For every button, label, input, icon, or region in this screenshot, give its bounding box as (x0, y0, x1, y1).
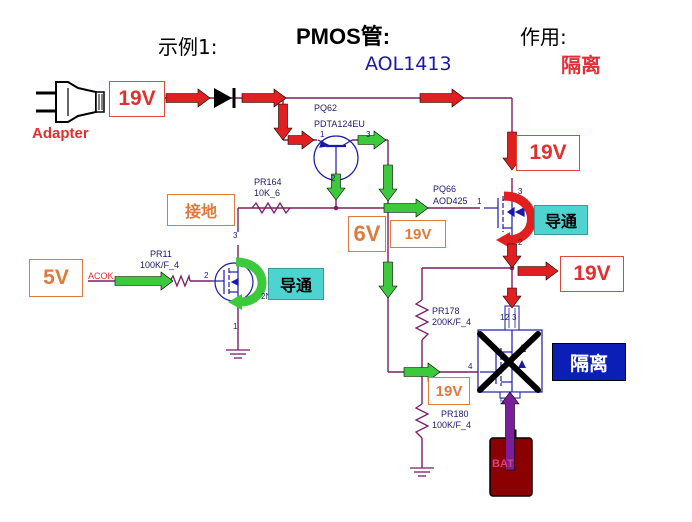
output-voltage-badge: 19V (560, 256, 624, 292)
pin-label: 3 (233, 231, 238, 240)
flow-arrow-to-pq62 (273, 103, 293, 141)
pin-label: 1 (477, 197, 482, 206)
pr178-value: 200K/F_4 (432, 317, 472, 327)
pin-label: 2 (518, 238, 523, 247)
bottom-node-voltage-badge: 19V (428, 377, 470, 405)
pr164-value: 10K_6 (254, 188, 281, 198)
pq62-transistor-symbol (313, 135, 359, 181)
adapter-voltage-badge: 19V (109, 81, 165, 117)
bat-label: BAT (492, 458, 514, 470)
flow-arrow-to-aol1413-gate (403, 362, 441, 382)
ground-icon (410, 467, 434, 477)
pin-label: 2 (331, 174, 336, 183)
pr180-value: 100K/F_4 (432, 420, 472, 430)
pin-label: 2 (204, 271, 209, 280)
flow-arrow-acok (114, 271, 174, 291)
pq66-pmos-symbol (484, 196, 525, 240)
adapter-label: Adapter (32, 125, 89, 142)
pq66-ref: PQ66 (433, 184, 457, 194)
flow-arrow-to-aol1413 (502, 287, 522, 309)
nmos-conduct-note: 导通 (268, 268, 324, 300)
adapter-plug-icon (36, 81, 105, 123)
example-label: 示例1: (158, 35, 218, 59)
pin-label: 5 (500, 397, 505, 406)
function-value: 隔离 (561, 53, 601, 77)
pq62-ref: PQ62 (314, 103, 338, 113)
flow-arrow-bat (500, 391, 520, 471)
flow-arrow-output (517, 261, 559, 281)
pin-label: 3 (512, 313, 517, 322)
diode-symbol (214, 88, 236, 108)
flow-arrow-pq62-emitter (287, 130, 315, 150)
pin-label: 3 (366, 130, 371, 139)
flow-arrow-pq62-collector (357, 130, 387, 150)
five-volt-input-badge: 5V (29, 259, 83, 297)
conduct-curve-nmos-icon (228, 257, 267, 310)
pin-label: 4 (468, 362, 473, 371)
flow-arrow-gate-node (378, 164, 398, 202)
pq66-source-voltage-badge: 19V (516, 135, 580, 171)
conduct-curve-pq66-icon (496, 191, 536, 248)
pr164-ref: PR164 (254, 177, 282, 187)
isolate-note: 隔离 (552, 343, 626, 381)
pq66-conduct-note: 导通 (534, 205, 588, 235)
pq66-value: AOD425 (433, 196, 468, 206)
pr178-ref: PR178 (432, 306, 460, 316)
resistor-pr164 (251, 201, 291, 215)
flow-arrow-after-diode (241, 88, 287, 108)
flow-arrow-to-pq66-gate (383, 198, 429, 218)
pr11-value: 100K/F_4 (140, 260, 180, 270)
pin-label: 1 (500, 313, 505, 322)
flow-arrow-pq66-drain (502, 243, 522, 269)
gate-node-voltage-badge: 19V (390, 220, 446, 248)
pin-label: 1 (233, 322, 238, 331)
cross-mark-icon (477, 331, 541, 393)
resistor-pr11 (169, 273, 191, 288)
pin-label: 3 (518, 187, 523, 196)
resistor-pr180 (414, 403, 430, 439)
flow-arrow-adapter (165, 88, 211, 108)
pin-label: 2 (505, 313, 510, 322)
acok-net-label: ACOK (88, 271, 114, 281)
flow-arrow-down-rail (378, 261, 398, 299)
resistor-pr178 (414, 299, 430, 341)
flow-arrow-pq62-base (326, 173, 346, 201)
flow-arrow-top-rail (419, 88, 465, 108)
pr11-ref: PR11 (150, 249, 172, 259)
pmos-label: PMOS管: (296, 24, 391, 49)
part-number: AOL1413 (365, 53, 452, 75)
pin-label: 1 (320, 130, 325, 139)
ground-note-badge: 接地 (167, 194, 235, 226)
function-label: 作用: (520, 25, 567, 49)
pq62-value: PDTA124EU (314, 119, 365, 129)
six-volt-badge: 6V (348, 216, 386, 252)
pr180-ref: PR180 (441, 409, 469, 419)
ground-icon (226, 349, 250, 359)
